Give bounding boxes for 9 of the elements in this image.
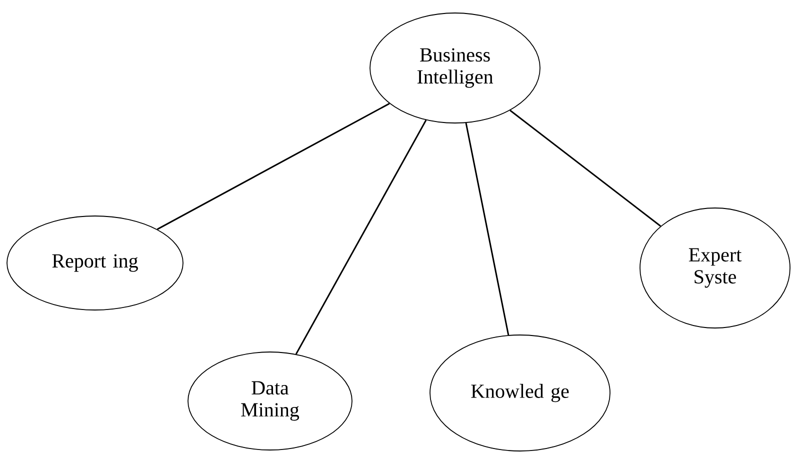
connector-line <box>156 102 390 230</box>
ellipse-node: Expert Syste <box>640 208 790 328</box>
connector-line <box>295 120 427 354</box>
ellipse-node: Report ing <box>6 216 184 310</box>
ellipse-node: Knowled ge <box>430 334 610 452</box>
connector-line <box>465 122 510 336</box>
connector-line <box>510 110 662 227</box>
ellipse-node: Business Intelligen <box>370 12 540 124</box>
ellipse-node: Data Mining <box>188 352 352 450</box>
